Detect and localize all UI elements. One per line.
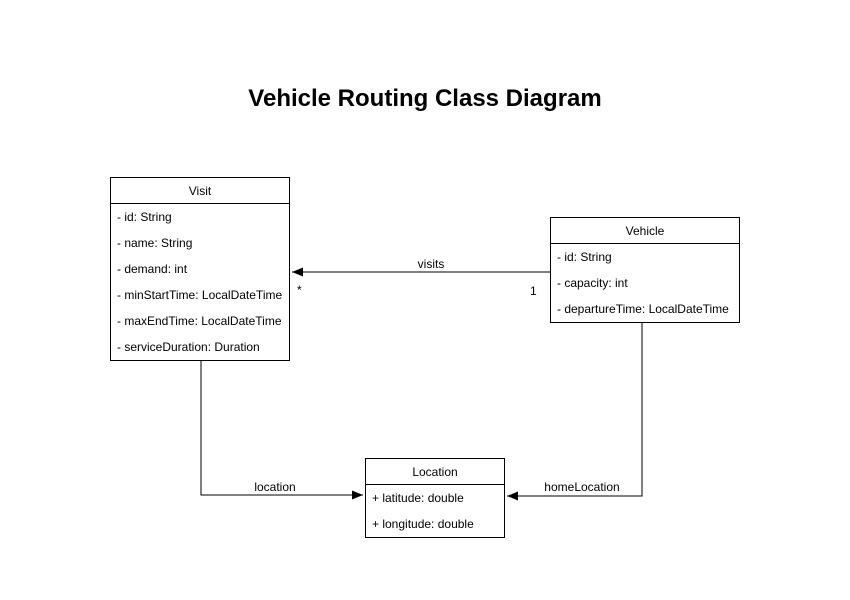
homelocation-association-line[interactable]	[507, 321, 643, 501]
visit-attribute-name: - name: String	[117, 236, 193, 250]
location-attribute-latitude: + latitude: double	[372, 491, 464, 505]
location-association-line[interactable]	[200, 360, 363, 500]
visit-attribute-serviceduration: - serviceDuration: Duration	[117, 340, 260, 354]
visits-source-multiplicity: 1	[530, 284, 537, 298]
homelocation-association-label: homeLocation	[542, 480, 622, 494]
vehicle-attribute-id: - id: String	[557, 250, 612, 264]
diagram-title: Vehicle Routing Class Diagram	[248, 85, 602, 112]
class-box-visit[interactable]: Visit - id: String - name: String - dema…	[110, 177, 290, 361]
class-vehicle-name: Vehicle	[551, 218, 739, 244]
visit-attribute-id: - id: String	[117, 210, 172, 224]
class-location-attributes: + latitude: double + longitude: double	[366, 485, 504, 537]
vehicle-attribute-departuretime: - departureTime: LocalDateTime	[557, 302, 729, 316]
class-box-location[interactable]: Location + latitude: double + longitude:…	[365, 458, 505, 538]
class-visit-attributes: - id: String - name: String - demand: in…	[111, 204, 289, 360]
visit-attribute-demand: - demand: int	[117, 262, 188, 276]
visits-association-label: visits	[415, 257, 447, 271]
location-association-label: location	[252, 480, 298, 494]
class-box-vehicle[interactable]: Vehicle - id: String - capacity: int - d…	[550, 217, 740, 323]
class-visit-name: Visit	[111, 178, 289, 204]
vehicle-attribute-capacity: - capacity: int	[557, 276, 628, 290]
visit-attribute-minstarttime: - minStartTime: LocalDateTime	[117, 288, 283, 302]
location-attribute-longitude: + longitude: double	[372, 517, 474, 531]
class-location-name: Location	[366, 459, 504, 485]
visits-target-multiplicity: *	[297, 283, 302, 297]
visit-attribute-maxendtime: - maxEndTime: LocalDateTime	[117, 314, 282, 328]
class-vehicle-attributes: - id: String - capacity: int - departure…	[551, 244, 739, 322]
